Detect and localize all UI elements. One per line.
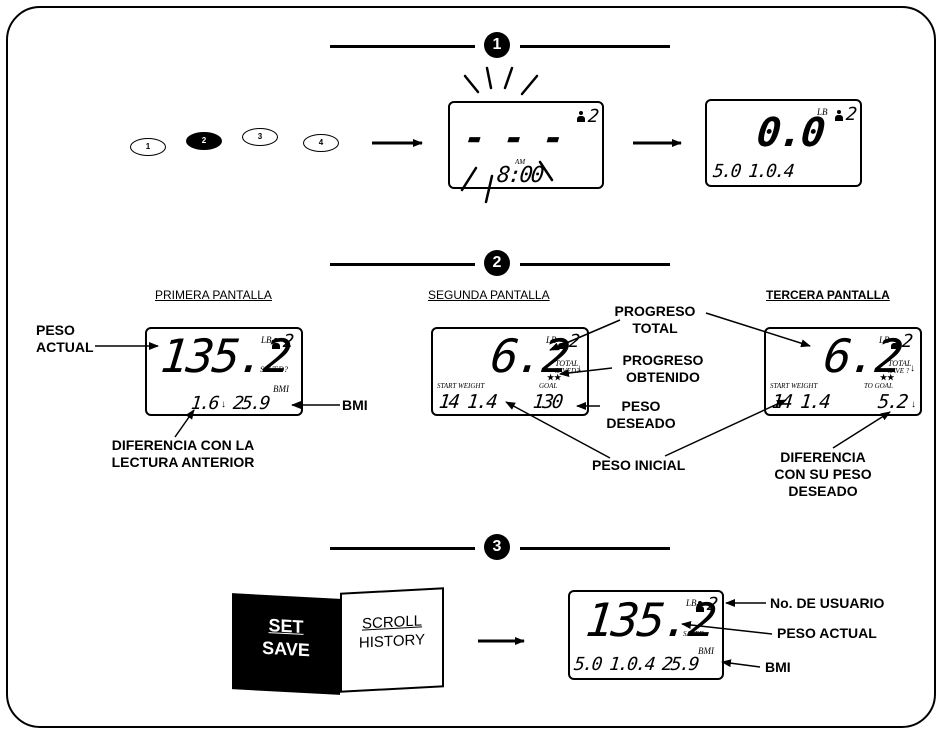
lcd-history-display: 135.2 LB 2 SAVED BMI 5.0 1.0.4 25.9 [568, 590, 724, 680]
user-icon [696, 601, 704, 613]
lcd-bmi-tag: BMI [698, 646, 714, 656]
label-bmi: BMI [342, 397, 368, 413]
diagram-frame [6, 6, 936, 728]
down-arrow-icon: ↓ [910, 363, 915, 374]
label-numero-usuario: No. DE USUARIO [770, 595, 885, 611]
arrow-progreso-total-left [549, 319, 621, 351]
step-3-badge: 3 [484, 534, 510, 560]
step-1-badge: 1 [484, 32, 510, 58]
lcd-unit: LB [686, 598, 697, 608]
lcd-zero-display: 0.0 LB 2 5.0 1.0.4 [705, 99, 862, 187]
label-peso-actual: PESO ACTUAL [36, 322, 94, 355]
step3-line-right [520, 547, 670, 550]
lcd-total-tag: TOTAL [555, 359, 579, 368]
label-peso-inicial: PESO INICIAL [592, 457, 686, 473]
lcd-to-goal-tag: TO GOAL [864, 382, 893, 390]
heading-tercera-pantalla: TERCERA PANTALLA [766, 288, 890, 302]
lcd-tercera-pantalla: 6.2 LB 2 TOTAL SAVE ? ↓ ★★ START WEIGHT … [764, 327, 922, 416]
step3-line-left [330, 547, 475, 550]
down-arrow-icon: ↓ [221, 399, 226, 410]
heading-primera-pantalla: PRIMERA PANTALLA [155, 288, 272, 302]
arrow-diferencia [174, 409, 195, 438]
arrow-peso-inicial-left [505, 401, 611, 459]
step2-line-right [520, 263, 670, 266]
user-oval-2: 2 [186, 132, 222, 150]
lcd-am: AM [515, 158, 526, 166]
lcd-total-tag: TOTAL [888, 359, 912, 368]
lcd-unit: LB [817, 107, 828, 117]
lcd-bmi-tag: BMI [273, 384, 289, 394]
lcd-unit: LB [546, 335, 557, 345]
step1-line-left [330, 45, 475, 48]
arrow-peso-inicial-right [664, 399, 787, 457]
lcd-unit: LB [879, 335, 890, 345]
step2-line-left [330, 263, 475, 266]
label-diferencia-peso-deseado: DIFERENCIA CON SU PESO DESEADO [774, 449, 872, 499]
step1-line-right [520, 45, 670, 48]
lcd-saved-tag: SAVED [683, 630, 705, 638]
lcd-unit: LB [261, 335, 272, 345]
user-icon [558, 338, 566, 350]
user-icon [577, 111, 585, 123]
lcd-start-weight-tag: START WEIGHT [437, 382, 485, 390]
arrow-progreso-obtenido [559, 367, 613, 377]
user-oval-1: 1 [130, 138, 166, 156]
down-arrow-icon: ↓ [577, 363, 582, 374]
arrow-bmi-3 [721, 659, 761, 668]
lcd-saved-tag: SAVE ? [888, 367, 910, 375]
user-oval-4: 4 [303, 134, 339, 152]
label-progreso-total: PROGRESO TOTAL [614, 303, 696, 336]
lcd-goal-tag: GOAL [539, 382, 558, 390]
user-icon [891, 338, 899, 350]
label-peso-actual-3: PESO ACTUAL [777, 625, 877, 641]
user-icon [835, 110, 843, 122]
down-arrow-icon: ↓ [911, 399, 916, 410]
lcd-stars: ★★ [547, 373, 562, 382]
user-icon [272, 338, 280, 350]
step-2-badge: 2 [484, 250, 510, 276]
arrow-diferencia-deseado [832, 411, 891, 449]
lcd-stars: ★★ [880, 373, 895, 382]
lcd-start-weight-tag: START WEIGHT [770, 382, 818, 390]
blink-rays [460, 66, 554, 204]
lcd-primera-pantalla: 135.2 LB 2 SAVED? BMI 1.6 ↓ 25.9 [145, 327, 303, 416]
arrow-progreso-total-right [705, 312, 811, 348]
label-progreso-obtenido: PROGRESO OBTENIDO [622, 352, 704, 385]
heading-segunda-pantalla: SEGUNDA PANTALLA [428, 288, 550, 302]
label-diferencia-lectura: DIFERENCIA CON LA LECTURA ANTERIOR [111, 437, 255, 470]
user-oval-3: 3 [242, 128, 278, 146]
lcd-saved-tag: SAVED? [260, 365, 289, 374]
arrow-peso-actual-3 [681, 621, 773, 635]
lcd-blinking-display: - - - 2 AM 8:00 [448, 101, 604, 189]
label-peso-deseado: PESO DESEADO [606, 398, 676, 431]
label-bmi-3: BMI [765, 659, 791, 675]
